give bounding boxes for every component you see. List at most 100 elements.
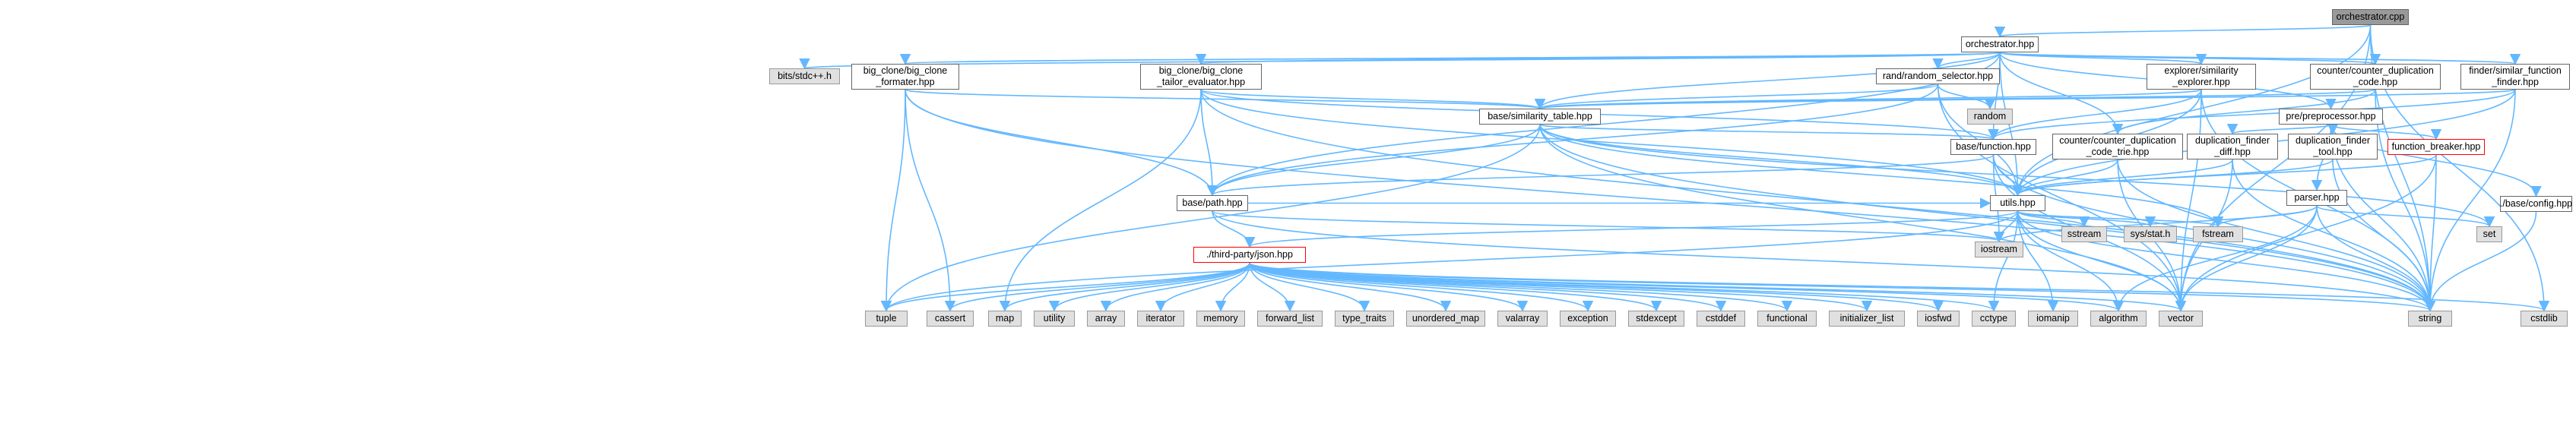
edge-explorer-similarity-explorer-to-base-similarity-table	[1535, 89, 2202, 110]
edge-orchestrator-cpp-to-orchestrator-hpp	[1995, 24, 2372, 38]
edge-utils-to-string	[2017, 210, 2436, 312]
edge-big-clone-tailor-evaluator-to-map	[999, 89, 1202, 312]
node-set: set	[2476, 226, 2502, 242]
edge-base-similarity-table-to-fstream	[1539, 124, 2224, 228]
edge-utils-to-fstream	[2017, 210, 2223, 228]
node-initializer-list: initializer_list	[1829, 311, 1905, 327]
edge-orchestrator-hpp-to-bits-stdcpp	[800, 52, 2001, 70]
node-cstdlib: cstdlib	[2521, 311, 2568, 327]
node-utility: utility	[1034, 311, 1075, 327]
node-parser[interactable]: parser.hpp	[2286, 190, 2347, 206]
node-big-clone-tailor-evaluator[interactable]: big_clone/big_clone _tailor_evaluator.hp…	[1140, 64, 1262, 90]
node-cassert: cassert	[927, 311, 974, 327]
node-exception: exception	[1560, 311, 1616, 327]
edge-third-party-json-to-initializer-list	[1249, 262, 1872, 312]
edge-big-clone-tailor-evaluator-to-base-similarity-table	[1200, 89, 1545, 110]
edge-counter-duplication-code-to-counter-duplication-code-trie	[2112, 89, 2376, 135]
node-stdexcept: stdexcept	[1628, 311, 1684, 327]
node-orchestrator-hpp[interactable]: orchestrator.hpp	[1961, 36, 2039, 52]
edge-base-function-to-base-path	[1207, 154, 1995, 197]
node-big-clone-formater[interactable]: big_clone/big_clone _formater.hpp	[851, 64, 959, 90]
edge-orchestrator-hpp-to-explorer-similarity-explorer	[1999, 52, 2207, 65]
node-iterator: iterator	[1137, 311, 1184, 327]
edge-function-breaker-to-utils	[2012, 154, 2437, 197]
edge-rand-random-selector-to-vector	[1937, 84, 2187, 312]
node-counter-duplication-code-trie[interactable]: counter/counter_duplication _code_trie.h…	[2052, 134, 2183, 159]
node-duplication-finder-tool[interactable]: duplication_finder _tool.hpp	[2288, 134, 2378, 159]
edge-base-similarity-table-to-utils	[1539, 124, 2023, 197]
edge-third-party-json-to-vector	[1249, 262, 2186, 312]
node-counter-duplication-code[interactable]: counter/counter_duplication _code.hpp	[2310, 64, 2441, 90]
edge-orchestrator-hpp-to-base-function	[1988, 52, 2001, 140]
edge-utils-to-vector	[2017, 210, 2187, 312]
edge-counter-duplication-code-trie-to-utils	[2012, 159, 2118, 197]
node-duplication-finder-diff[interactable]: duplication_finder _diff.hpp	[2187, 134, 2278, 159]
edge-orchestrator-hpp-to-rand-random-selector	[1932, 52, 2001, 70]
edge-third-party-json-to-stdexcept	[1249, 262, 1662, 312]
edge-third-party-json-to-map	[999, 262, 1250, 312]
edge-parser-to-set	[2316, 205, 2495, 228]
edge-big-clone-formater-to-base-similarity-table	[905, 89, 1545, 110]
edge-third-party-json-to-exception	[1249, 262, 1594, 312]
node-base-config[interactable]: ./base/config.hpp	[2500, 196, 2572, 212]
node-functional: functional	[1757, 311, 1817, 327]
edge-finder-similar-function-finder-to-string	[2424, 89, 2516, 312]
edge-base-similarity-table-to-tuple	[880, 124, 1541, 312]
edge-third-party-json-to-cctype	[1249, 262, 1999, 312]
node-base-similarity-table[interactable]: base/similarity_table.hpp	[1479, 109, 1601, 125]
include-edges	[800, 24, 2550, 312]
edge-function-breaker-to-string	[2424, 154, 2437, 312]
node-forward-list: forward_list	[1257, 311, 1323, 327]
edge-function-breaker-to-vector	[2175, 154, 2437, 312]
node-explorer-similarity-explorer[interactable]: explorer/similarity _explorer.hpp	[2147, 64, 2256, 90]
edge-orchestrator-hpp-to-big-clone-formater	[901, 52, 2001, 65]
node-iosfwd: iosfwd	[1917, 311, 1960, 327]
edge-utils-to-third-party-json	[1244, 210, 2019, 248]
edge-orchestrator-hpp-to-big-clone-tailor-evaluator	[1196, 52, 2001, 65]
edge-third-party-json-to-valarray	[1249, 262, 1529, 312]
node-finder-similar-function-finder[interactable]: finder/similar_function _finder.hpp	[2460, 64, 2570, 90]
edge-big-clone-formater-to-base-path	[905, 89, 1218, 197]
edge-parser-to-algorithm	[2112, 205, 2318, 312]
node-pre-preprocessor[interactable]: pre/preprocessor.hpp	[2279, 109, 2383, 125]
edge-base-path-to-string	[1212, 210, 2435, 312]
node-random: random	[1967, 109, 2013, 125]
edge-parser-to-string	[2316, 205, 2436, 312]
edge-duplication-finder-tool-to-string	[2332, 159, 2436, 312]
node-rand-random-selector[interactable]: rand/random_selector.hpp	[1876, 68, 2000, 84]
node-memory: memory	[1196, 311, 1245, 327]
edge-finder-similar-function-finder-to-base-function	[1988, 89, 2516, 140]
edge-third-party-json-to-cstddef	[1249, 262, 1726, 312]
node-type-traits: type_traits	[1335, 311, 1394, 327]
node-sys-stat: sys/stat.h	[2124, 226, 2177, 242]
node-valarray: valarray	[1497, 311, 1548, 327]
node-unordered-map: unordered_map	[1406, 311, 1485, 327]
edge-third-party-json-to-type-traits	[1249, 262, 1370, 312]
node-utils[interactable]: utils.hpp	[1990, 195, 2045, 211]
node-algorithm: algorithm	[2090, 311, 2147, 327]
node-map: map	[988, 311, 1022, 327]
edge-third-party-json-to-tuple	[880, 262, 1250, 312]
edge-explorer-similarity-explorer-to-vector	[2175, 89, 2202, 312]
edge-orchestrator-hpp-to-finder-similar-function-finder	[1999, 52, 2521, 65]
edge-parser-to-fstream	[2212, 205, 2318, 228]
node-sstream: sstream	[2061, 226, 2107, 242]
edge-third-party-json-to-array	[1100, 262, 1250, 312]
node-iomanip: iomanip	[2028, 311, 2078, 327]
edge-third-party-json-to-utility	[1048, 262, 1250, 312]
node-cctype: cctype	[1972, 311, 2016, 327]
edge-pre-preprocessor-to-duplication-finder-diff	[2227, 123, 2332, 135]
edge-rand-random-selector-to-random	[1937, 84, 1996, 110]
node-tuple: tuple	[865, 311, 908, 327]
node-third-party-json[interactable]: ./third-party/json.hpp	[1193, 247, 1306, 263]
edge-orchestrator-hpp-to-base-similarity-table	[1535, 52, 2001, 110]
edge-rand-random-selector-to-base-similarity-table	[1535, 84, 1939, 110]
node-function-breaker[interactable]: function_breaker.hpp	[2387, 139, 2485, 155]
edge-counter-duplication-code-to-string	[2375, 89, 2436, 312]
node-base-path[interactable]: base/path.hpp	[1177, 195, 1248, 211]
node-base-function[interactable]: base/function.hpp	[1950, 139, 2036, 155]
node-string: string	[2408, 311, 2452, 327]
edge-counter-duplication-code-trie-to-string	[2117, 159, 2436, 312]
edge-orchestrator-hpp-to-counter-duplication-code-trie	[1999, 52, 2124, 135]
edge-base-config-to-string	[2424, 211, 2537, 312]
